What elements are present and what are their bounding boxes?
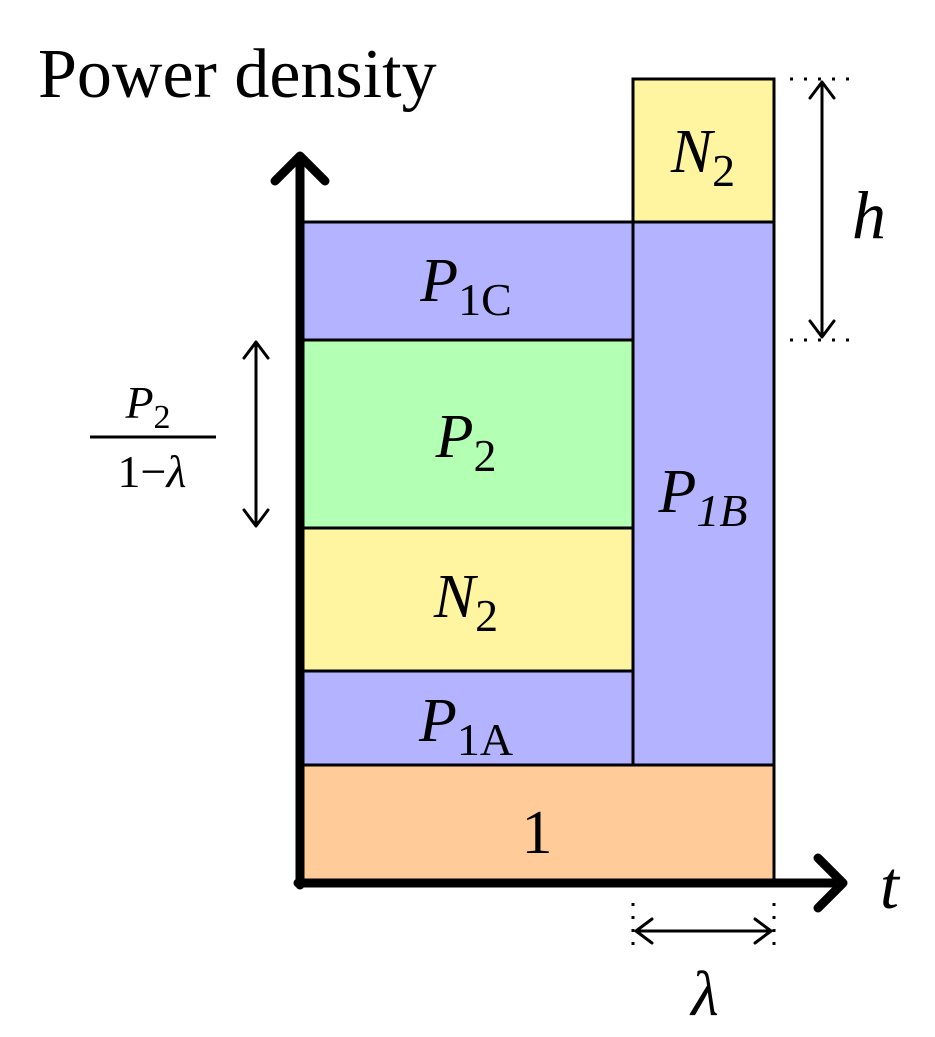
p2-height-arrowhead-top-icon [242,340,270,360]
block-p1c-label: P1C [419,247,512,325]
y-axis [270,151,330,890]
lambda-arrowhead-left-icon [634,917,654,945]
h-dimension: h [790,77,886,342]
block-p1b [631,220,776,767]
block-n2-lower-label: N2 [433,563,498,641]
h-arrowhead-bottom-icon [808,319,836,339]
fraction-numerator: P2 [124,377,170,436]
block-base-label: 1 [522,799,553,867]
block-p1c [298,220,635,342]
h-arrowhead-top-icon [808,80,836,100]
fraction-denominator: 1−λ [118,446,187,497]
x-axis [293,853,848,913]
x-axis-arrowhead-icon [813,853,848,913]
block-p2 [298,338,635,530]
lambda-label: λ [689,958,719,1029]
lambda-dimension: λ [631,903,776,1029]
p2-height-arrowhead-bottom-icon [242,508,270,528]
block-p1a-label: P1A [418,687,513,765]
block-n2-upper [631,77,776,224]
h-label: h [852,177,886,253]
block-p1b-label: P1B [658,458,748,536]
p2-height-dimension: P2 1−λ [90,340,270,528]
x-axis-label: t [880,847,901,923]
block-n2-upper-label: N2 [670,118,735,196]
y-axis-arrowhead-icon [270,151,330,186]
y-axis-label: Power density [38,36,437,113]
block-p2-label: P2 [435,403,497,481]
lambda-arrowhead-right-icon [753,917,773,945]
block-p1a [298,669,635,767]
block-base [298,763,776,885]
